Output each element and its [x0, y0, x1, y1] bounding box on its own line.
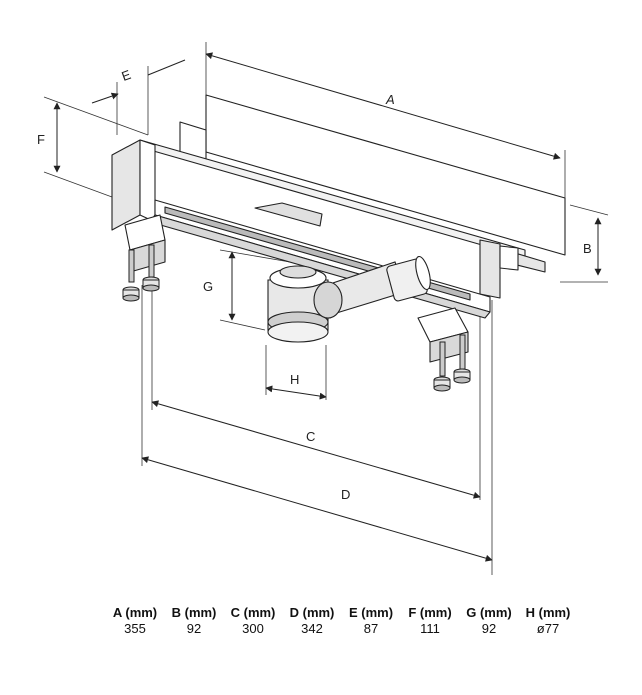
dimension-value: 92: [481, 621, 497, 636]
dimension-value: 92: [186, 621, 202, 636]
dimension-col-0: A (mm)355: [108, 605, 162, 636]
dimension-col-5: F (mm)111: [403, 605, 457, 636]
dimension-col-3: D (mm)342: [285, 605, 339, 636]
dimension-value: ø77: [536, 621, 560, 636]
dimension-value: 300: [242, 621, 264, 636]
dimension-col-7: H (mm)ø77: [521, 605, 575, 636]
dimension-header: B (mm): [171, 605, 217, 620]
siphon: [267, 255, 431, 343]
label-f: F: [37, 132, 45, 147]
dim-line-h: [265, 385, 327, 400]
dimension-header: E (mm): [348, 605, 394, 620]
left-side-front: [139, 139, 156, 223]
label-a: A: [385, 92, 395, 107]
dimension-value: 87: [363, 621, 379, 636]
dimension-value: 111: [420, 621, 440, 636]
right-end-wing: [499, 245, 519, 271]
foot-back-right: [453, 334, 471, 384]
left-side-box: [111, 139, 141, 231]
dimension-value: 342: [301, 621, 323, 636]
dimension-header: G (mm): [466, 605, 512, 620]
dimension-header: A (mm): [112, 605, 158, 620]
dimension-header: H (mm): [525, 605, 571, 620]
label-g: G: [203, 279, 213, 294]
foot-front-left: [122, 249, 140, 302]
dimension-header: D (mm): [289, 605, 335, 620]
dim-line-a: [205, 52, 561, 160]
dim-line-e: [91, 92, 119, 104]
dim-line-c: [151, 400, 481, 499]
dimension-col-4: E (mm)87: [344, 605, 398, 636]
dimension-header: F (mm): [408, 605, 452, 620]
dim-line-d: [141, 456, 493, 562]
label-e: E: [120, 67, 134, 84]
dimension-lines: [53, 52, 602, 562]
foot-back-left: [142, 244, 160, 292]
dimension-col-1: B (mm)92: [167, 605, 221, 636]
label-b: B: [583, 241, 592, 256]
right-end-plate: [479, 239, 501, 299]
foot-front-right: [433, 341, 451, 392]
dimension-col-2: C (mm)300: [226, 605, 280, 636]
grate-slot: [254, 202, 323, 227]
label-c: C: [306, 429, 315, 444]
drain-assembly: [111, 94, 566, 363]
outlet-mouth: [415, 255, 431, 291]
label-h: H: [290, 372, 299, 387]
dim-line-e2: [147, 59, 186, 76]
dimension-value: 355: [124, 621, 146, 636]
feet: [122, 244, 471, 392]
technical-drawing: A B C D E F G H: [37, 42, 609, 575]
dimension-header: C (mm): [230, 605, 276, 620]
elbow-joint: [313, 281, 343, 319]
siphon-neck: [279, 265, 317, 279]
label-d: D: [341, 487, 350, 502]
dimension-col-6: G (mm)92: [462, 605, 516, 636]
siphon-bottom: [267, 321, 329, 343]
